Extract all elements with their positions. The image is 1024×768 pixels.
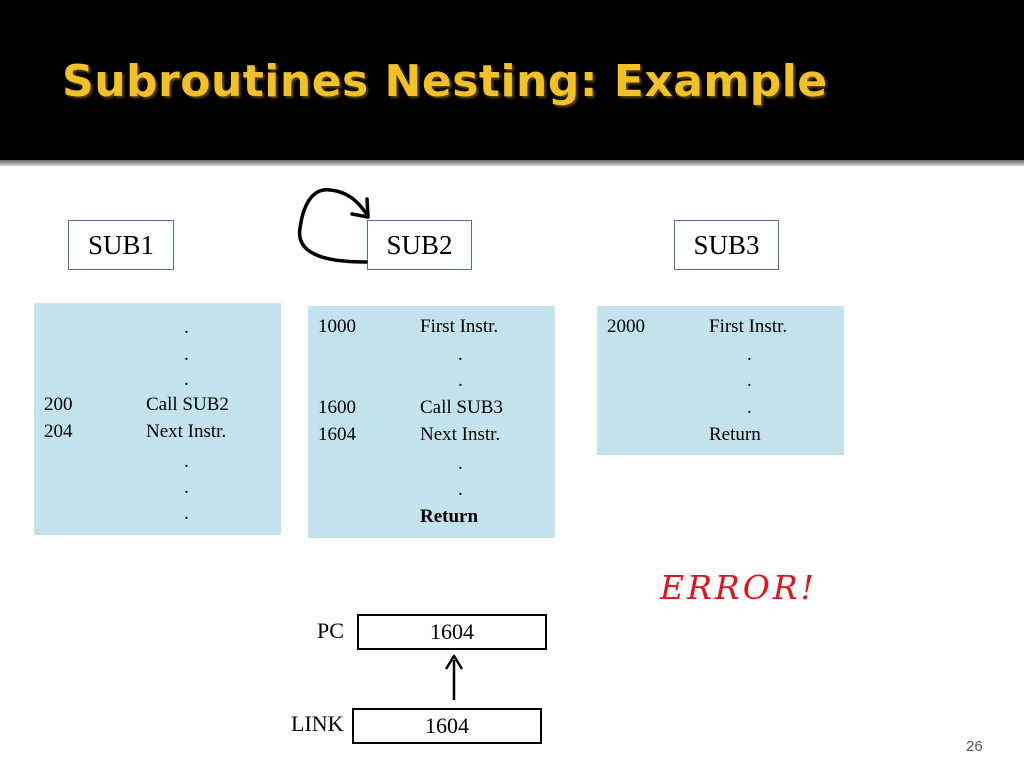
pc-label: PC xyxy=(317,618,344,643)
link-label: LINK xyxy=(291,711,344,736)
code-line: . xyxy=(184,344,189,365)
code-line: . xyxy=(458,370,463,391)
code-line: Return xyxy=(709,424,761,445)
code-line: . xyxy=(184,503,189,524)
header-divider xyxy=(0,160,1024,166)
code-line: . xyxy=(747,397,752,418)
code-line: . xyxy=(184,317,189,338)
error-annotation: ERROR! xyxy=(660,568,817,607)
code-line: . xyxy=(184,451,189,472)
code-line: . xyxy=(458,479,463,500)
code-line: . xyxy=(184,369,189,390)
sub3-label: SUB3 xyxy=(674,220,779,270)
code-line: . xyxy=(458,344,463,365)
sub2-label: SUB2 xyxy=(367,220,472,270)
code-line: . xyxy=(747,370,752,391)
slide-title: Subroutines Nesting: Example xyxy=(62,56,828,107)
arrow-up-head xyxy=(444,654,464,670)
page-number: 26 xyxy=(966,738,983,755)
link-register: 1604 xyxy=(352,708,542,744)
code-line: Return xyxy=(420,506,479,527)
pc-register: 1604 xyxy=(357,614,547,650)
curved-arrow-icon xyxy=(297,188,370,264)
code-line: . xyxy=(747,344,752,365)
sub1-label: SUB1 xyxy=(68,220,174,270)
curved-arrowhead xyxy=(350,197,370,219)
code-line: . xyxy=(184,477,189,498)
title-bar xyxy=(0,0,1024,160)
code-line: . xyxy=(458,453,463,474)
